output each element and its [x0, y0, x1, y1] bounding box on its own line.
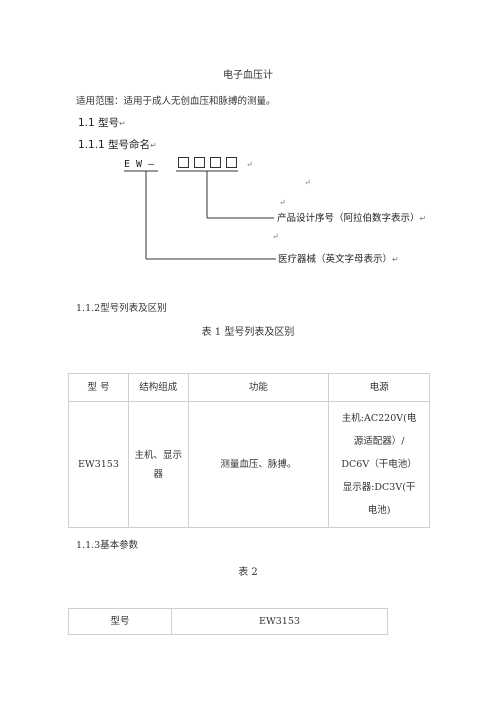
- digit-box: [226, 157, 238, 168]
- return-mark: ↵: [419, 214, 427, 223]
- section-1-1-1-heading: 1.1.1 型号命名↵: [78, 137, 157, 152]
- label-design-number: 产品设计序号（阿拉伯数字表示）↵: [277, 210, 426, 224]
- section-1-1-3-heading: 1.1.3基本参数: [76, 540, 139, 551]
- cell-power: 主机:AC220V(电 源适配器）/ DC6V（干电池） 显示器:DC3V(干 …: [328, 401, 430, 528]
- section-1-1-text: 1.1 型号: [78, 117, 120, 129]
- header-power: 电源: [328, 373, 430, 402]
- table-row: 型号 EW3153: [68, 608, 388, 635]
- model-table: 型 号 结构组成 功能 电源 EW3153 主机、显示 器 测量血压、脉搏。 主…: [68, 373, 430, 528]
- label-medical-device: 医疗器械（英文字母表示）↵: [278, 251, 399, 265]
- table-header-row: 型 号 结构组成 功能 电源: [68, 373, 430, 402]
- table2-caption: 表 2: [238, 567, 258, 578]
- model-code: E W —: [124, 157, 242, 170]
- power-line: 主机:AC220V(电: [341, 413, 417, 424]
- label-device-text: 医疗器械（英文字母表示）: [278, 254, 393, 265]
- param-label: 型号: [68, 608, 172, 635]
- header-model: 型 号: [68, 373, 129, 402]
- power-line: 源适配器）/: [353, 436, 405, 447]
- cell-structure-line: 器: [153, 468, 164, 480]
- digit-box: [178, 157, 190, 168]
- cell-model: EW3153: [68, 401, 129, 528]
- power-line: 电池): [367, 505, 391, 516]
- header-function: 功能: [187, 373, 330, 402]
- cell-structure: 主机、显示 器: [127, 401, 189, 528]
- model-code-prefix: E W —: [124, 159, 155, 170]
- power-line: 显示器:DC3V(干: [342, 482, 416, 493]
- scope-text: 适用范围：适用于成人无创血压和脉搏的测量。: [76, 93, 276, 107]
- return-mark: ↵: [304, 178, 311, 187]
- section-1-1-2-heading: 1.1.2型号列表及区别: [76, 303, 167, 314]
- table1-caption: 表 1 型号列表及区别: [201, 327, 295, 338]
- return-mark: ↵: [246, 160, 253, 169]
- digit-box: [210, 157, 222, 168]
- cell-structure-line: 主机、显示: [134, 449, 183, 461]
- document-title: 电子血压计: [223, 70, 273, 81]
- digit-box: [194, 157, 206, 168]
- param-value: EW3153: [171, 608, 388, 635]
- return-mark: ↵: [272, 232, 279, 241]
- return-mark: ↵: [150, 141, 157, 150]
- power-line: DC6V（干电池）: [341, 459, 417, 470]
- label-design-text: 产品设计序号（阿拉伯数字表示）: [277, 213, 420, 224]
- return-mark: ↵: [279, 198, 286, 207]
- table-row: EW3153 主机、显示 器 测量血压、脉搏。 主机:AC220V(电 源适配器…: [68, 401, 430, 528]
- section-1-1-heading: 1.1 型号↵: [78, 115, 126, 130]
- header-structure: 结构组成: [127, 373, 189, 402]
- return-mark: ↵: [392, 255, 399, 264]
- scope-content: 适用范围：适用于成人无创血压和脉搏的测量。: [76, 96, 276, 107]
- return-mark: ↵: [119, 119, 126, 128]
- cell-function: 测量血压、脉搏。: [187, 401, 330, 528]
- parameter-table: 型号 EW3153: [68, 608, 388, 635]
- section-1-1-1-text: 1.1.1 型号命名: [78, 139, 151, 151]
